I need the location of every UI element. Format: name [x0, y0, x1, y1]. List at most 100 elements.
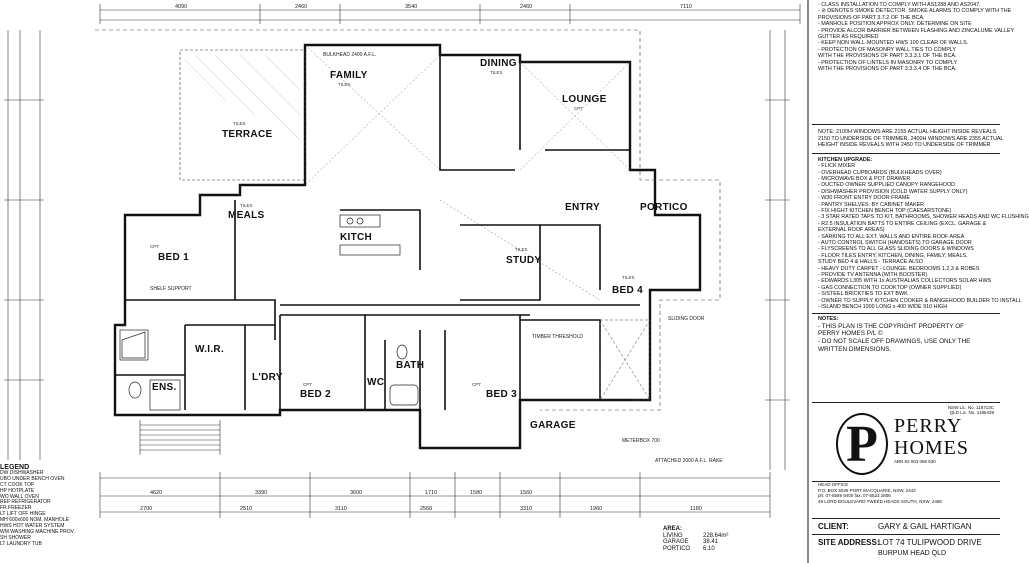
upgrade-line: EXTERNAL ROOF AREAS): [818, 227, 885, 234]
entry-steps: [139, 420, 221, 455]
area-row-label: LIVING: [663, 532, 683, 539]
upgrade-line: - R2.5 INSULATION BATTS TO ENTIRE CEILIN…: [818, 220, 987, 227]
room-ens: ENS.: [152, 382, 177, 393]
note-line: - KEEP NON WALL-MOUNTED HWS 100 CLEAR OF…: [818, 40, 969, 47]
dim-top-3: 2460: [520, 4, 532, 10]
window-note-line: HEIGHT INSIDE REVEALS WITH 2450 TO UNDER…: [818, 142, 991, 149]
legend-item: UBO UNDER BENCH OVEN: [0, 475, 65, 482]
notes2-line: PERRY HOMES P/L ©: [818, 330, 883, 338]
area-title: AREA:: [663, 526, 682, 532]
site-row: SITE ADDRESS:LOT 74 TULIPWOOD DRIVE: [812, 534, 1000, 550]
room-wir: W.I.R.: [195, 344, 224, 355]
room-bed3: BED 3: [486, 389, 517, 400]
dim-bottom-4: 1580: [470, 490, 482, 496]
dim-bottom2-6: 1180: [690, 506, 702, 512]
legend-item: HWS HOT WATER SYSTEM: [0, 523, 65, 530]
upgrade-title: KITCHEN UPGRADE:: [818, 156, 873, 163]
notes2-line: - THIS PLAN IS THE COPYRIGHT PROPERTY OF: [818, 322, 965, 330]
legend: LEGEND DW DISHWASHER UBO UNDER BENCH OVE…: [0, 464, 80, 548]
legend-item: LT LAUNDRY TUB: [0, 540, 42, 547]
dim-bottom2-4: 3310: [520, 506, 532, 512]
note-line: - PROVIDE ALCOR BARRIER BETWEEN FLASHING…: [818, 27, 1015, 34]
office-line: ph: 07-5569 9400 fax: 07-5523 2806: [818, 493, 891, 498]
area-row: LIVING 228.64m²: [663, 533, 728, 540]
dim-bottom-5: 1560: [520, 490, 532, 496]
floor-family: TILES: [338, 82, 351, 87]
legend-item: FR FREEZER: [0, 505, 32, 512]
client-block: CLIENT:GARY & GAIL HARTIGAN SITE ADDRESS…: [812, 518, 1000, 557]
notes-panel: - CLASS INSTALLATION TO COMPLY WITH AS12…: [812, 0, 1029, 563]
area-row-value: 228.64m²: [703, 532, 729, 539]
top-dimension-strings: [99, 4, 801, 24]
dim-bottom-0: 4620: [150, 490, 162, 496]
note-line: WITH THE PROVISIONS OF PART 3.3.3.4 OF T…: [818, 66, 957, 73]
dim-top-0: 4090: [175, 4, 187, 10]
legend-item: REF REFRIGERATOR: [0, 499, 51, 506]
room-terrace: TERRACE: [222, 129, 272, 140]
room-lounge: LOUNGE: [562, 94, 607, 105]
plan-background: [0, 0, 1000, 563]
room-ldry: L'DRY: [252, 372, 283, 383]
legend-item: CT COOK TOP: [0, 481, 35, 488]
garage-door-swing: [599, 319, 651, 401]
legend-title: LEGEND: [0, 464, 30, 471]
upgrade-line: - OVERHEAD CUPBOARDS (BULKHEADS OVER): [818, 169, 942, 176]
dim-bottom2-5: 1960: [590, 506, 602, 512]
upgrade-line: - PROVIDE TV ANTENNA (WITH BOOSTER): [818, 272, 928, 278]
room-dining: DINING: [480, 58, 517, 69]
dim-top-2: 3540: [405, 4, 417, 10]
area-row-value: 6.10: [703, 545, 715, 552]
license-numbers: NSW Lic. No. 118713C QLD Lic. No. 118543…: [948, 405, 994, 415]
floor-lounge: CPT: [574, 106, 583, 111]
upgrade-line: - S/STEEL BRICKTIES TO EXT BWK: [818, 291, 908, 298]
bottom-dimension-strings: [99, 472, 771, 518]
floor-bed4: TILES: [622, 275, 635, 280]
dim-bottom2-3: 2560: [420, 506, 432, 512]
upgrade-line: - 3 STAR RATED TAPS TO KIT, BATHROOMS, S…: [818, 214, 1029, 221]
dim-top-1: 2460: [295, 4, 307, 10]
note-line: - ⊘ DENOTES SMOKE DETECTOR. SMOKE ALARMS…: [818, 8, 1012, 15]
anno-bulkhead: BULKHEAD 2400 A.F.L.: [323, 52, 376, 58]
dim-bottom2-2: 3110: [335, 506, 347, 512]
roof-outline: [95, 29, 721, 411]
upgrade-line: - ISLAND BENCH 1000 LONG x 400 WIDE 910 …: [818, 304, 948, 311]
window-note-box: NOTE: 2100H WINDOWS ARE 2155 ACTUAL HEIG…: [812, 124, 1004, 154]
floor-terrace: TILES: [233, 121, 246, 126]
copyright-notes: NOTES: - THIS PLAN IS THE COPYRIGHT PROP…: [812, 313, 1000, 355]
floor-study: TILES: [515, 247, 528, 252]
room-wc: WC: [367, 377, 384, 388]
roof-diagonals: [304, 44, 631, 301]
dim-bottom2-0: 2700: [140, 506, 152, 512]
window-note-line: 2150 TO UNDERSIDE OF TRIMMER. 2400H WIND…: [818, 135, 1004, 142]
left-dimension-strings: [4, 30, 44, 460]
upgrade-line: - EDWARDS L305 WITH 1x AUSTRALIAS COLLEC…: [818, 278, 992, 285]
company-logo-block: NSW Lic. No. 118713C QLD Lic. No. 118543…: [812, 402, 1000, 482]
note-line: - PROTECTION OF MASONRY WALL TIES TO COM…: [818, 46, 956, 53]
office-line: HEAD OFFICE: [818, 482, 849, 487]
terrace-area: [179, 49, 306, 181]
room-entry: ENTRY: [565, 202, 600, 213]
site-suburb: BURPUM HEAD QLD: [878, 550, 947, 557]
client-row: CLIENT:GARY & GAIL HARTIGAN: [812, 518, 1000, 534]
floor-bed2: CPT: [303, 382, 312, 387]
legend-item: MH 600x600 NOM. MANHOLE: [0, 517, 69, 524]
client-label: CLIENT:: [818, 522, 849, 531]
legend-item: DW DISHWASHER: [0, 469, 44, 476]
anno-sliding-door: SLIDING DOOR: [668, 316, 705, 322]
kitchen-bench: [339, 214, 401, 256]
upgrade-line: - FIX HIGHT KITCHEN BENCH TOP (CAESARSTO…: [818, 207, 952, 214]
bath-fixtures: [119, 329, 419, 411]
walls: [113, 43, 702, 450]
site-label: SITE ADDRESS:: [818, 538, 880, 547]
legend-item: WO WALL OVEN: [0, 493, 39, 500]
room-family: FAMILY: [330, 70, 368, 81]
kitchen-upgrade-list: KITCHEN UPGRADE: - FLICK MIXER - OVERHEA…: [812, 154, 1029, 314]
upgrade-line: - W30 FRONT ENTRY DOOR FRAME: [818, 195, 910, 202]
note-line: GUTTER AS REQUIRED: [818, 34, 879, 41]
floor-bed1: CPT: [150, 244, 159, 249]
upgrade-line: - AUTO CONTROL SWITCH (HANDSETS) TO GARA…: [818, 239, 972, 246]
upgrade-line: - FLYSCREENS TO ALL GLASS SLIDING DOORS …: [818, 246, 974, 253]
dim-bottom-1: 3390: [255, 490, 267, 496]
